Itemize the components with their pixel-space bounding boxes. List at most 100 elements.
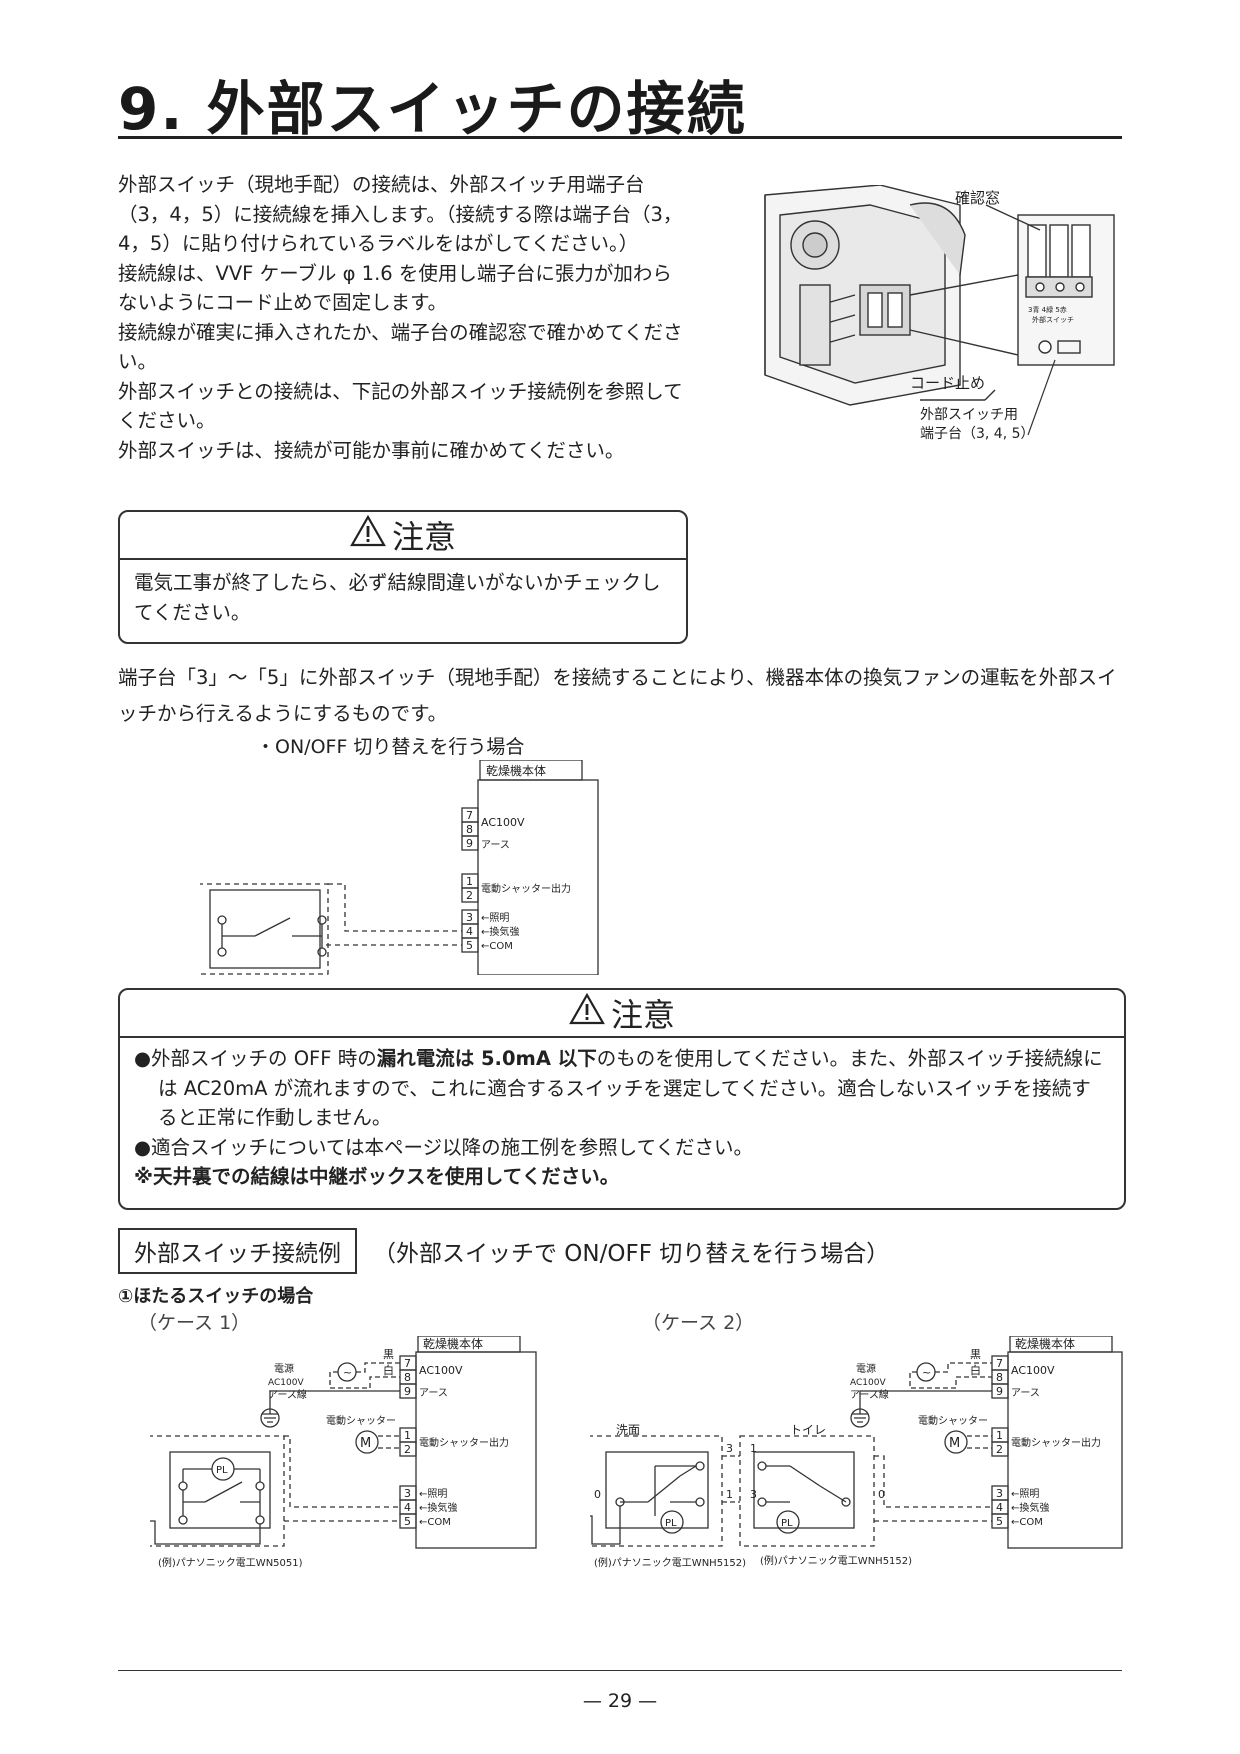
ac-source-icon: ~ [922, 1366, 931, 1379]
terminal-number: 3 [466, 911, 473, 924]
terminal-number: 3 [996, 1487, 1003, 1500]
label-ac100v: AC100V [1011, 1364, 1055, 1377]
label-com: ←COM [419, 1517, 451, 1528]
label-power-v: AC100V [850, 1378, 886, 1388]
caution-text: 電気工事が終了したら、必ず結線間違いがないかチェックしてください。 [134, 571, 661, 624]
label-confirm-window: 確認窓 [955, 189, 1000, 207]
label-white: 白 [970, 1363, 981, 1377]
unit-label: 乾燥機本体 [423, 1336, 483, 1351]
title-rule [118, 136, 1122, 139]
terminal-number: 9 [404, 1385, 411, 1398]
switch-terminal-number: 3 [726, 1442, 733, 1455]
caution-line-note: ※天井裏での結線は中継ボックスを使用してください。 [134, 1165, 620, 1188]
label-cord-stop: コード止め [910, 374, 985, 392]
ac-source-icon: ~ [343, 1366, 352, 1379]
label-tiny-switch: 外部スイッチ [1032, 315, 1074, 324]
intro-paragraph: 外部スイッチとの接続は、下記の外部スイッチ接続例を参照してください。 [118, 379, 683, 433]
terminal-number: 4 [404, 1501, 411, 1514]
footer-rule [118, 1670, 1122, 1671]
label-shutter-output: 電動シャッター出力 [481, 882, 571, 895]
label-white: 白 [383, 1363, 394, 1377]
page-number: — 29 — [582, 1690, 658, 1712]
label-earth: アース [1011, 1388, 1040, 1399]
label-power-v: AC100V [268, 1378, 304, 1388]
switch-terminal-number: 0 [594, 1488, 601, 1501]
switch-terminal-number: 1 [750, 1442, 757, 1455]
label-washroom: 洗面 [616, 1423, 640, 1437]
unit-photo-illustration: 確認窓 3青 4緑 5赤 外部スイッチ コード止め 外部スイッチ用 端子台（3,… [764, 185, 1115, 442]
label-shutter: 電動シャッター [326, 1414, 396, 1427]
terminal-number: 2 [404, 1443, 411, 1456]
label-light: ←照明 [1011, 1488, 1039, 1500]
caution-line: ●外部スイッチの OFF 時の漏れ電流は 5.0mA 以下のものを使用してくださ… [134, 1047, 1103, 1129]
label-terminal-1: 外部スイッチ用 [920, 407, 1018, 423]
wiring-diagram-onoff: 乾燥機本体 7 8 9 1 2 3 4 5 AC100V アース 電動シャッター… [200, 760, 599, 975]
hotaru-heading: ①ほたるスイッチの場合 [118, 1286, 314, 1307]
label-earth: アース [481, 840, 510, 851]
label-earth-wire: アース線 [268, 1388, 307, 1401]
caution-line: ●適合スイッチについては本ページ以降の施工例を参照してください。 [134, 1135, 753, 1159]
terminal-number: 4 [996, 1501, 1003, 1514]
terminal-number: 1 [466, 875, 473, 888]
terminal-number: 1 [996, 1429, 1003, 1442]
label-vent-strong: ←換気強 [1011, 1501, 1049, 1514]
label-power: 電源 [856, 1362, 876, 1375]
label-earth: アース [419, 1388, 448, 1399]
label-shutter: 電動シャッター [918, 1414, 988, 1427]
page-title: 9. 外部スイッチの接続 [118, 75, 747, 143]
terminal-number: 7 [466, 809, 473, 822]
caution-heading: 注意 [120, 512, 686, 560]
intro-paragraph: 外部スイッチ（現地手配）の接続は、外部スイッチ用端子台（3，4，5）に接続線を挿… [118, 173, 683, 255]
caution-heading: 注意 [120, 990, 1124, 1038]
switch-terminal-number: 3 [750, 1488, 757, 1501]
pilot-lamp-icon: PL [665, 1518, 677, 1529]
pilot-lamp-icon: PL [216, 1465, 228, 1476]
label-vent-strong: ←換気強 [481, 925, 519, 938]
wiring-diagram-case1: 乾燥機本体 電源 AC100V アース線 黒 白 ~ 電動シャッター M PL … [150, 1336, 537, 1569]
example-model-1: (例)パナソニック電工WN5051) [158, 1556, 303, 1569]
label-ac100v: AC100V [481, 816, 525, 829]
label-shutter-output: 電動シャッター出力 [419, 1436, 509, 1449]
label-tiny-numbers: 3青 4緑 5赤 [1028, 305, 1067, 314]
terminal-number: 2 [996, 1443, 1003, 1456]
terminal-number: 9 [466, 837, 473, 850]
label-shutter-output: 電動シャッター出力 [1011, 1436, 1101, 1449]
intro-paragraph: 外部スイッチは、接続が可能か事前に確かめてください。 [118, 438, 625, 462]
warning-icon [350, 514, 386, 555]
label-power: 電源 [274, 1362, 294, 1375]
terminal-number: 4 [466, 925, 473, 938]
case1-label: （ケース 1） [138, 1312, 251, 1334]
switch-terminal-number: 1 [726, 1488, 733, 1501]
motor-icon: M [360, 1436, 371, 1451]
unit-label: 乾燥機本体 [486, 763, 546, 778]
warning-icon [569, 992, 605, 1033]
onoff-label: ・ON/OFF 切り替えを行う場合 [256, 736, 525, 758]
terminal-number: 5 [466, 939, 473, 952]
intro-paragraph: 接続線が確実に挿入されたか、端子台の確認窓で確かめてください。 [118, 320, 683, 374]
terminal-number: 2 [466, 889, 473, 902]
terminal-number: 8 [404, 1371, 411, 1384]
caution-heading-text: 注意 [391, 518, 456, 556]
example-model-2a: (例)パナソニック電工WNH5152) [594, 1556, 746, 1569]
label-terminal-2: 端子台（3, 4, 5） [920, 426, 1035, 442]
motor-icon: M [949, 1436, 960, 1451]
terminal-number: 5 [404, 1515, 411, 1528]
example-subtitle: （外部スイッチで ON/OFF 切り替えを行う場合） [373, 1241, 890, 1267]
terminal-number: 5 [996, 1515, 1003, 1528]
label-ac100v: AC100V [419, 1364, 463, 1377]
terminal-number: 7 [404, 1357, 411, 1370]
example-box-label: 外部スイッチ接続例 [118, 1228, 357, 1274]
wiring-diagram-case2: 乾燥機本体 電源 AC100V アース線 黒 白 ~ 電動シャッター M 洗面 … [590, 1336, 1123, 1569]
label-com: ←COM [481, 941, 513, 952]
caution-heading-text: 注意 [610, 996, 675, 1034]
case2-label: （ケース 2） [642, 1312, 755, 1334]
example-model-2b: (例)パナソニック電工WNH5152) [760, 1554, 912, 1567]
label-light: ←照明 [481, 912, 509, 924]
terminal-number: 3 [404, 1487, 411, 1500]
label-earth-wire: アース線 [850, 1388, 889, 1401]
label-black: 黒 [383, 1348, 394, 1361]
label-light: ←照明 [419, 1488, 447, 1500]
leak-current-emphasis: 漏れ電流は 5.0mA 以下 [376, 1047, 597, 1070]
label-com: ←COM [1011, 1517, 1043, 1528]
terminal-number: 8 [466, 823, 473, 836]
